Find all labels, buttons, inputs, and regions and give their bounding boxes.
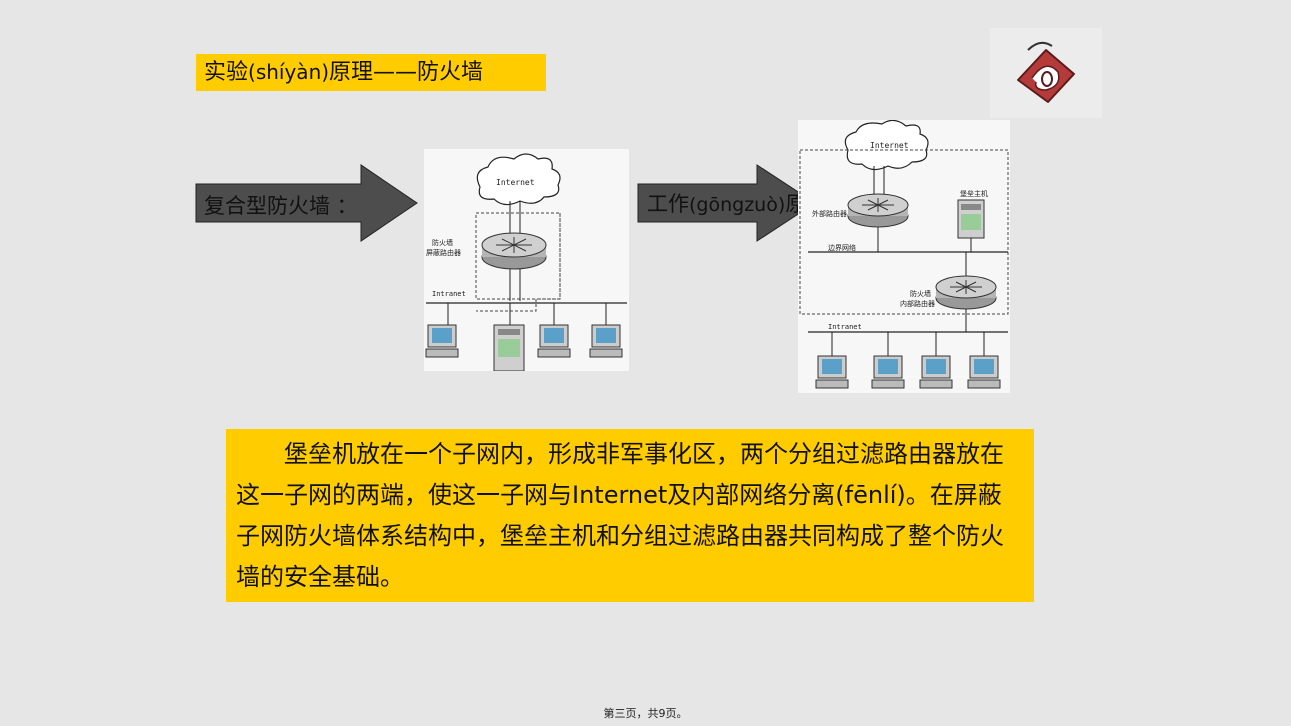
svg-text:内部路由器: 内部路由器: [900, 299, 935, 308]
cloud-icon: [476, 153, 561, 206]
router-icon: [847, 193, 909, 228]
computer-icon: [967, 355, 1001, 389]
diagram2-internet-text: Internet: [870, 141, 909, 150]
computer-icon: [589, 324, 623, 358]
network-diagram-screened-subnet: Internet 外部路由器 堡垒主机 边界网络 防火墙 内部路由器: [798, 120, 1010, 393]
title-rest: 原理——防火墙: [329, 60, 484, 85]
network-diagram-screened-router: Internet 防火墙 屏蔽路由器 Intranet: [424, 149, 629, 371]
computer-icon: [537, 324, 571, 358]
description-text: 堡垒机放在一个子网内，形成非军事化区，两个分组过滤路由器放在这一子网的两端，使这…: [236, 440, 1004, 591]
server-icon: [493, 324, 525, 371]
logo-icon: [990, 28, 1102, 118]
router-icon: [935, 275, 997, 310]
description-box: 堡垒机放在一个子网内，形成非军事化区，两个分组过滤路由器放在这一子网的两端，使这…: [226, 429, 1034, 602]
svg-text:防火墙: 防火墙: [910, 289, 931, 298]
svg-text:防火墙: 防火墙: [432, 238, 453, 247]
computer-icon: [425, 324, 459, 358]
svg-text:外部路由器: 外部路由器: [812, 209, 847, 218]
arrow-composite-firewall: 复合型防火墙 ：: [195, 164, 419, 242]
arrow-composite-label: 复合型防火墙 ：: [204, 194, 358, 218]
slide-title: 实验(shíyàn)原理——防火墙: [196, 54, 546, 91]
computer-icon: [815, 355, 849, 389]
computer-icon: [871, 355, 905, 389]
title-pinyin: (shíyàn): [248, 60, 330, 84]
svg-text:屏蔽路由器: 屏蔽路由器: [426, 248, 461, 257]
server-icon: [957, 199, 985, 239]
router-icon: [481, 232, 547, 270]
title-main: 实验: [204, 60, 249, 85]
svg-text:Intranet: Intranet: [828, 323, 862, 331]
svg-text:Intranet: Intranet: [432, 290, 466, 298]
computer-icon: [919, 355, 953, 389]
page-footer: 第三页，共9页。: [603, 707, 688, 720]
diagram1-internet-text: Internet: [496, 178, 535, 187]
arrow-working-principle: 工作(gōngzuò)原理 ：: [637, 164, 855, 242]
svg-text:边界网络: 边界网络: [828, 243, 856, 252]
svg-text:堡垒主机: 堡垒主机: [960, 189, 988, 198]
